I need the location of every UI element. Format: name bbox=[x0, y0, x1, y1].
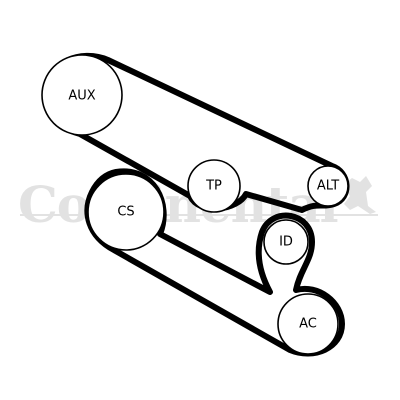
pulley-aux: AUX bbox=[41, 54, 123, 136]
pulley-alt: ALT bbox=[307, 165, 349, 207]
pulley-cs-circle bbox=[87, 173, 165, 251]
pulley-aux-circle bbox=[41, 54, 123, 136]
pulley-cs: CS bbox=[87, 173, 165, 251]
pulley-aux-label: AUX bbox=[68, 89, 95, 104]
pulley-alt-label: ALT bbox=[317, 179, 339, 194]
watermark-underline bbox=[20, 214, 378, 216]
pulley-tp-circle bbox=[187, 159, 241, 213]
pulley-ac: AC bbox=[277, 293, 339, 355]
horse-logo-icon bbox=[342, 176, 376, 214]
pulley-cs-label: CS bbox=[117, 205, 134, 220]
pulley-tp-label: TP bbox=[205, 179, 222, 194]
pulley-alt-circle bbox=[307, 165, 349, 207]
pulley-ac-circle bbox=[277, 293, 339, 355]
pulley-id: ID bbox=[263, 219, 309, 265]
pulley-tp: TP bbox=[187, 159, 241, 213]
pulley-id-label: ID bbox=[279, 235, 293, 250]
pulley-ac-label: AC bbox=[299, 317, 317, 332]
pulley-id-circle bbox=[263, 219, 309, 265]
